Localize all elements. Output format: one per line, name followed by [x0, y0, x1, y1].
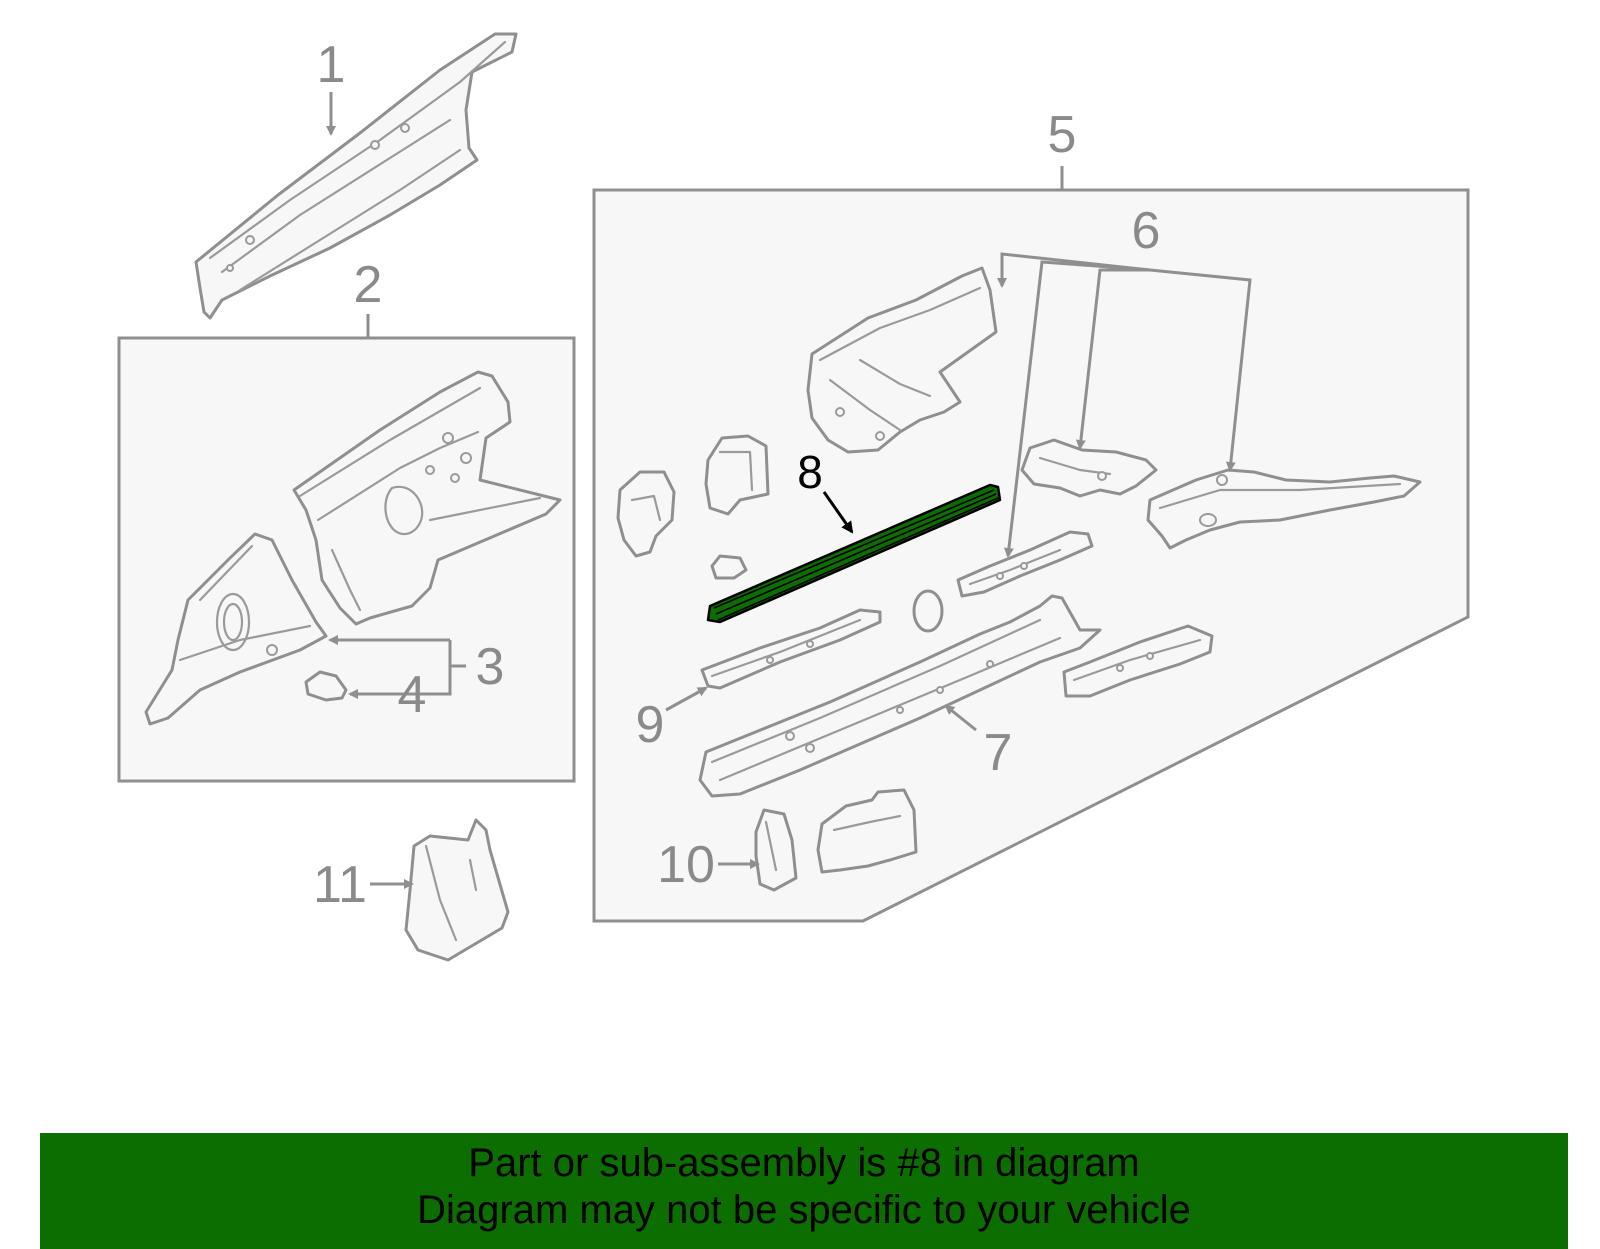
part-7-rocker-panel	[698, 594, 1102, 798]
part-9-bracket	[700, 608, 882, 690]
part-bracket-lower	[816, 788, 918, 874]
callout-3: 3	[476, 638, 505, 696]
callout-1: 1	[317, 36, 346, 94]
callout-10: 10	[657, 836, 715, 894]
part-8-highlighted-reinforcement	[706, 483, 1002, 624]
callout-7: 7	[984, 724, 1013, 782]
leader-6-a	[997, 252, 1151, 288]
part-small-grommet	[912, 589, 944, 633]
part-6-rail-lower	[956, 530, 1094, 598]
leader-6-d	[1149, 268, 1252, 472]
callout-6: 6	[1132, 202, 1161, 260]
callout-8: 8	[797, 446, 823, 498]
part-2-apron-assembly	[292, 370, 562, 626]
callout-11: 11	[313, 856, 367, 914]
leader-7	[944, 704, 977, 732]
part-1-upper-rail	[194, 32, 518, 320]
part-11-bracket	[404, 818, 510, 962]
leader-9	[665, 686, 708, 712]
banner-line-1: Part or sub-assembly is #8 in diagram	[468, 1141, 1140, 1185]
banner-line-2: Diagram may not be specific to your vehi…	[417, 1188, 1191, 1232]
leader-4	[348, 640, 452, 699]
part-6-rail-rear	[1146, 468, 1422, 550]
part-extension	[1062, 624, 1214, 698]
callout-4: 4	[398, 666, 427, 724]
part-3-wheelhouse	[144, 532, 328, 726]
part-small-clip	[710, 554, 748, 580]
part-6-rail-bracket	[1020, 438, 1158, 498]
part-6-rail-front	[806, 266, 998, 454]
info-banner: Part or sub-assembly is #8 in diagram Di…	[40, 1133, 1568, 1249]
callout-5: 5	[1048, 106, 1077, 164]
part-4-bracket	[304, 670, 348, 702]
callout-9: 9	[636, 696, 665, 754]
part-bracket-mid	[704, 434, 770, 516]
part-bracket-left	[616, 470, 676, 558]
callout-2: 2	[354, 256, 383, 314]
leader-8	[822, 491, 854, 534]
